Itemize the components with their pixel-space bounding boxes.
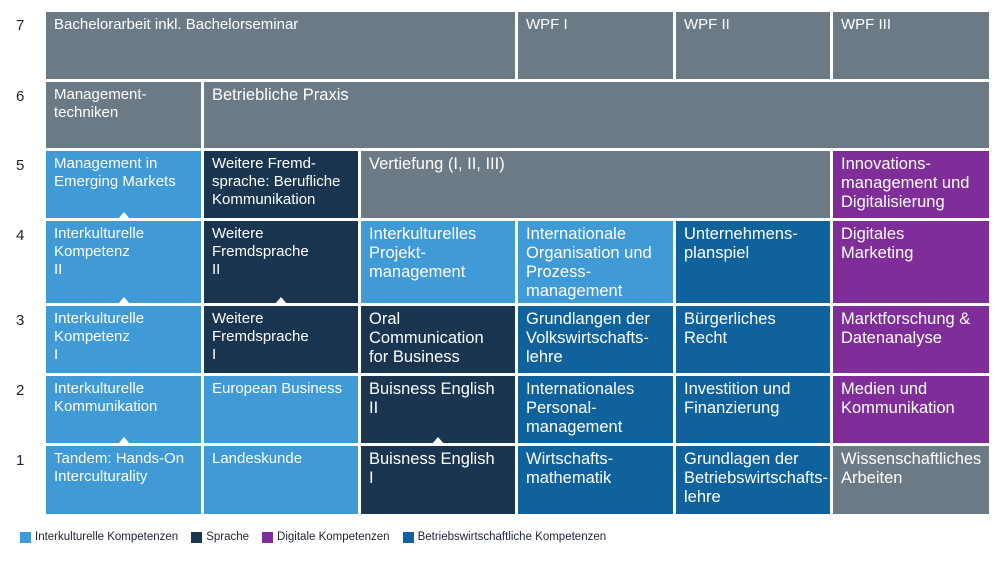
- legend-swatch: [191, 531, 203, 543]
- legend-item-sprache: Sprache: [191, 531, 249, 543]
- legend: Interkulturelle Kompetenzen Sprache Digi…: [20, 531, 619, 543]
- row-number-1: 1: [16, 452, 25, 469]
- cell-fremdsprache-beruflich: Weitere Fremd- sprache: Berufliche Kommu…: [204, 151, 358, 218]
- cell-managementtechniken: Management- techniken: [46, 82, 201, 148]
- cell-projektmanagement: Interkulturelles Projekt- management: [361, 221, 515, 303]
- cell-weitere-fremdsprache-1: Weitere Fremdsprache I: [204, 306, 358, 373]
- cell-interkulturelle-kompetenz-2: Interkulturelle Kompetenz II: [46, 221, 201, 303]
- legend-label: Betriebswirtschaftliche Kompetenzen: [417, 531, 607, 543]
- progression-arrow-icon: [432, 437, 444, 444]
- cell-vertiefung: Vertiefung (I, II, III): [361, 151, 830, 218]
- cell-betriebswirtschaftslehre: Grundlagen der Betriebswirtschafts- lehr…: [676, 446, 830, 514]
- legend-label: Sprache: [206, 531, 250, 543]
- cell-medien-kommunikation: Medien und Kommunikation: [833, 376, 989, 443]
- legend-swatch: [402, 531, 414, 543]
- cell-volkswirtschaftslehre: Grundlangen der Volkswirtschafts- lehre: [518, 306, 673, 373]
- cell-innovationsmanagement: Innovations- management und Digitalisier…: [833, 151, 989, 218]
- progression-arrow-icon: [275, 297, 287, 304]
- cell-business-english-2: Buisness English II: [361, 376, 515, 443]
- row-number-5: 5: [16, 157, 25, 174]
- cell-oral-communication: Oral Communication for Business: [361, 306, 515, 373]
- cell-marktforschung: Marktforschung & Datenanalyse: [833, 306, 989, 373]
- cell-european-business: European Business: [204, 376, 358, 443]
- cell-wissenschaftliches-arbeiten: Wissenschaftliches Arbeiten: [833, 446, 989, 514]
- cell-betriebliche-praxis: Betriebliche Praxis: [204, 82, 989, 148]
- cell-wirtschaftsmathematik: Wirtschafts- mathematik: [518, 446, 673, 514]
- cell-weitere-fremdsprache-2: Weitere Fremdsprache II: [204, 221, 358, 303]
- cell-organisation-prozess: Internationale Organisation und Prozess-…: [518, 221, 673, 303]
- cell-buergerliches-recht: Bürgerliches Recht: [676, 306, 830, 373]
- cell-wpf-1: WPF I: [518, 12, 673, 79]
- legend-label: Interkulturelle Kompetenzen: [35, 531, 179, 543]
- cell-business-english-1: Buisness English I: [361, 446, 515, 514]
- row-number-3: 3: [16, 312, 25, 329]
- cell-personalmanagement: Internationales Personal- management: [518, 376, 673, 443]
- legend-label: Digitale Kompetenzen: [277, 531, 390, 543]
- legend-item-digital: Digitale Kompetenzen: [262, 531, 390, 543]
- cell-bachelorarbeit: Bachelorarbeit inkl. Bachelorseminar: [46, 12, 515, 79]
- legend-item-interkulturell: Interkulturelle Kompetenzen: [20, 531, 178, 543]
- row-number-6: 6: [16, 88, 25, 105]
- cell-investition-finanzierung: Investition und Finanzierung: [676, 376, 830, 443]
- progression-arrow-icon: [118, 437, 130, 444]
- legend-item-bwl: Betriebswirtschaftliche Kompetenzen: [402, 531, 607, 543]
- row-number-2: 2: [16, 382, 25, 399]
- cell-unternehmensplanspiel: Unternehmens- planspiel: [676, 221, 830, 303]
- cell-emerging-markets: Management in Emerging Markets: [46, 151, 201, 218]
- cell-interkulturelle-kompetenz-1: Interkulturelle Kompetenz I: [46, 306, 201, 373]
- legend-swatch: [262, 531, 274, 543]
- cell-interkulturelle-kommunikation: Interkulturelle Kommunikation: [46, 376, 201, 443]
- cell-digitales-marketing: Digitales Marketing: [833, 221, 989, 303]
- legend-swatch: [20, 531, 31, 543]
- progression-arrow-icon: [118, 212, 130, 219]
- progression-arrow-icon: [118, 297, 130, 304]
- cell-wpf-2: WPF II: [676, 12, 830, 79]
- cell-tandem: Tandem: Hands-On Interculturality: [46, 446, 201, 514]
- row-number-7: 7: [16, 17, 25, 34]
- cell-wpf-3: WPF III: [833, 12, 989, 79]
- cell-landeskunde: Landeskunde: [204, 446, 358, 514]
- row-number-4: 4: [16, 227, 25, 244]
